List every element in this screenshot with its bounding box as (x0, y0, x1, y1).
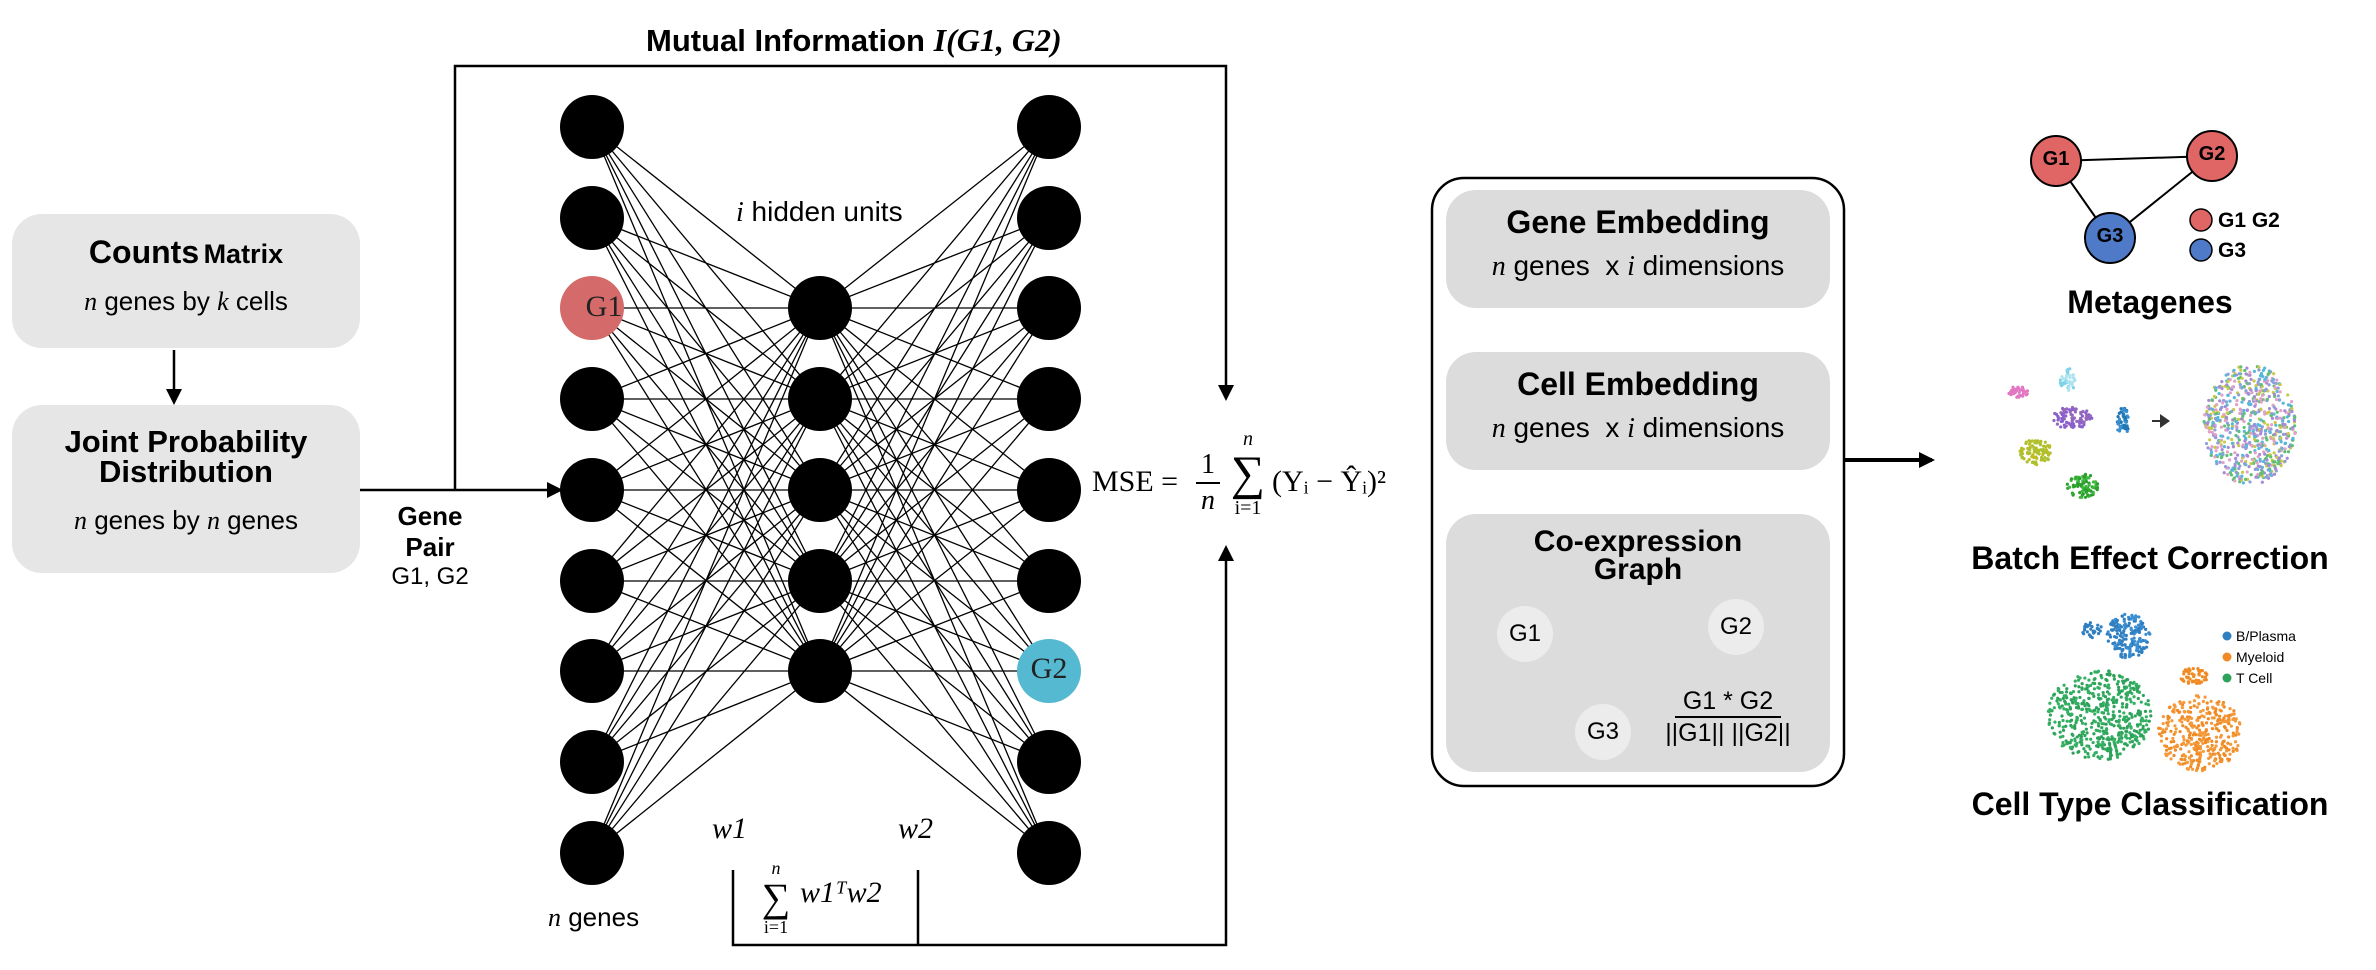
coexp-node-g2: G2 (1708, 599, 1764, 655)
metagene-label-g2: G2 (2198, 143, 2226, 165)
input-node (560, 458, 624, 522)
gene-pair-label: Gene Pair G1, G2 (370, 501, 490, 591)
mse-lhs: MSE = (1092, 465, 1179, 498)
counts-matrix-title: Counts Matrix (88, 234, 284, 270)
input-node (560, 367, 624, 431)
output-node (1017, 276, 1081, 340)
output-node (1017, 186, 1081, 250)
hidden-node (788, 367, 852, 431)
mse-body: (Yᵢ − Ŷᵢ)² (1272, 465, 1387, 498)
gene-pair-title: Gene Pair (397, 501, 463, 562)
w1-label: w1 (712, 812, 748, 845)
counts-matrix-box: Counts Matrix n genes by k cells (12, 214, 360, 348)
hidden-units-label: i hidden units (736, 196, 903, 228)
coexpression-title: Co-expression Graph (1533, 525, 1743, 586)
bplasma-small (2081, 621, 2103, 640)
gene-embedding-box: Gene Embedding n genes x i dimensions (1446, 190, 1830, 308)
batch-merged (2202, 365, 2297, 485)
input-node (560, 821, 624, 885)
input-node (560, 186, 624, 250)
output-node (1017, 639, 1081, 703)
input-node (560, 549, 624, 613)
metagene-legend2: G3 (2218, 239, 2247, 262)
celltype-umap-plot (2046, 612, 2242, 773)
metagene-label-g1: G1 (2042, 148, 2070, 170)
batch-cluster (2115, 406, 2130, 434)
n-genes-label: n genes (548, 902, 640, 932)
joint-probability-title: Joint Probability Distribution (64, 424, 308, 489)
cell-embedding-box: Cell Embedding n genes x i dimensions (1446, 352, 1830, 470)
network-edges (591, 126, 1050, 854)
cell-embedding-title: Cell Embedding (1517, 366, 1759, 402)
output-node (1017, 821, 1081, 885)
mutual-info-bracket (453, 64, 1234, 490)
hidden-node (788, 639, 852, 703)
output-node (1017, 367, 1081, 431)
mse-sum: n ∑ i=1 (1230, 428, 1266, 519)
batch-umap-plot (2007, 365, 2297, 500)
metagene-node-g3 (2084, 212, 2136, 264)
legend-t-cell: T Cell (2236, 670, 2273, 686)
network-nodes (560, 95, 1081, 885)
input-node (560, 730, 624, 794)
celltype-legend-dots (2222, 631, 2232, 683)
legend-b-plasma: B/Plasma (2236, 628, 2296, 644)
counts-matrix-sub: n genes by k cells (84, 286, 288, 316)
batch-arrow (2152, 414, 2170, 428)
input-node (560, 639, 624, 703)
output-node (1017, 730, 1081, 794)
hidden-node (788, 276, 852, 340)
metagene-label-g3: G3 (2096, 225, 2124, 247)
batch-cluster (2065, 472, 2100, 500)
celltype-legend: B/Plasma Myeloid T Cell (2236, 626, 2296, 689)
myeloid-cluster (2157, 694, 2242, 773)
metagene-legend1: G1 G2 (2218, 209, 2280, 232)
bplasma-cluster (2105, 612, 2152, 660)
g2-node-label: G2 (1030, 652, 1068, 685)
output-node (1017, 549, 1081, 613)
coexp-node-g1: G1 (1497, 606, 1553, 662)
batch-cluster (2007, 385, 2030, 399)
metagene-legend-red (2189, 208, 2213, 232)
batch-cluster (2052, 405, 2094, 429)
batch-cluster (2058, 367, 2077, 392)
output-node (1017, 95, 1081, 159)
batch-correction-title: Batch Effect Correction (1971, 540, 2329, 576)
g1-node-label: G1 (585, 290, 623, 323)
hidden-node (788, 549, 852, 613)
mutual-info-label: Mutual Information (646, 23, 925, 58)
input-node (560, 95, 624, 159)
gene-embedding-title: Gene Embedding (1506, 204, 1770, 240)
coexp-node-g3: G3 (1575, 704, 1631, 760)
regularization-bracket (731, 545, 1234, 947)
gene-embedding-sub: n genes x i dimensions (1491, 250, 1785, 282)
batch-cluster (2018, 439, 2052, 467)
joint-probability-sub: n genes by n genes (73, 505, 299, 535)
mse-fraction: 1 n (1196, 448, 1220, 518)
input-node (560, 276, 624, 340)
celltype-classification-title: Cell Type Classification (1971, 786, 2329, 822)
metagenes-title: Metagenes (2067, 284, 2233, 320)
metagene-node-g1 (2030, 135, 2082, 187)
reg-sum-expr: w1ᵀw2 (800, 876, 882, 909)
metagenes-graph (2030, 130, 2238, 264)
myeloid-small (2179, 666, 2209, 685)
metagene-legend-blue (2189, 238, 2213, 262)
mutual-info-title: Mutual Information I(G1, G2) (646, 22, 1062, 59)
gene-pair-sub: G1, G2 (391, 563, 469, 590)
reg-sum: n ∑ i=1 (761, 858, 791, 937)
output-node (1017, 458, 1081, 522)
joint-probability-box: Joint Probability Distribution n genes b… (12, 405, 360, 573)
tcell-cluster (2046, 669, 2153, 761)
metagene-node-g2 (2186, 130, 2238, 182)
legend-myeloid: Myeloid (2236, 649, 2285, 665)
w2-label: w2 (898, 812, 934, 845)
mutual-info-formula: I(G1, G2) (933, 22, 1062, 58)
cosine-similarity: G1 * G2 ||G1|| ||G2|| (1665, 687, 1791, 747)
cell-embedding-sub: n genes x i dimensions (1491, 412, 1785, 444)
hidden-node (788, 458, 852, 522)
